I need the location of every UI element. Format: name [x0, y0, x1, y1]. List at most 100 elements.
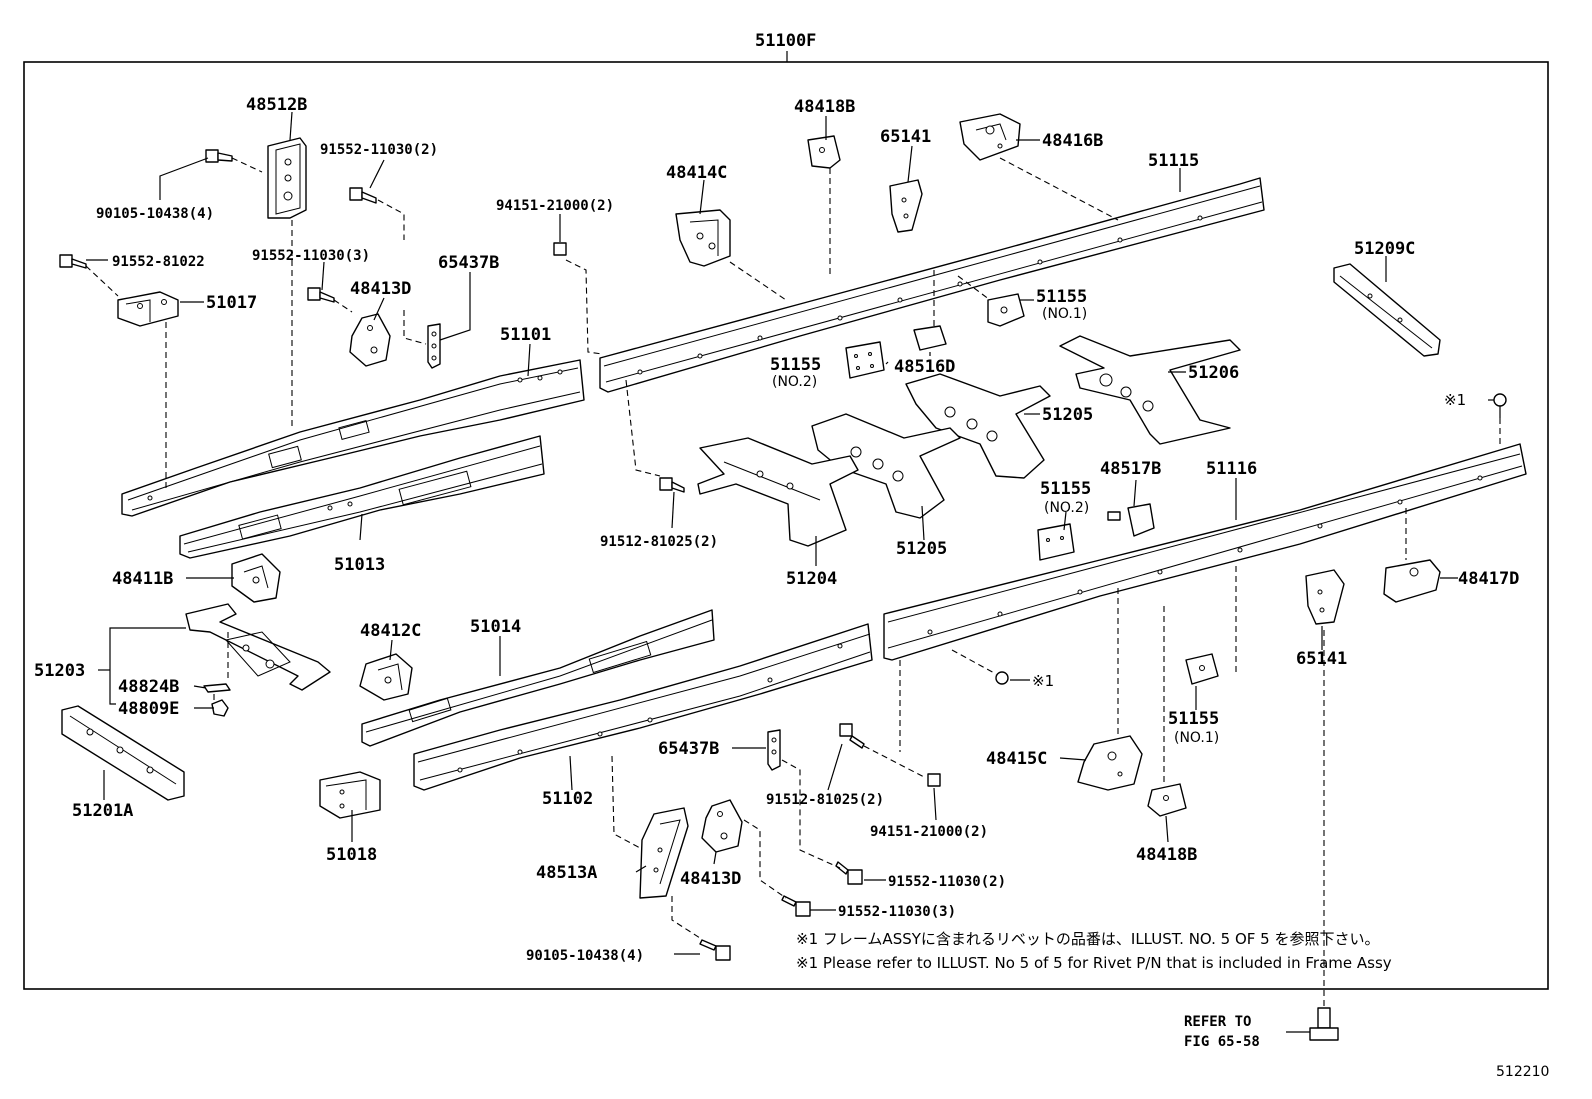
- part-51101: [121, 359, 585, 517]
- part-51155-no1-bot: [1185, 653, 1219, 685]
- label-51017: 51017: [206, 293, 257, 313]
- label-51205-top: 51205: [1042, 405, 1093, 425]
- label-51116: 51116: [1206, 459, 1257, 479]
- refer-line-1: REFER TO: [1184, 1014, 1251, 1030]
- part-48416b: [959, 113, 1021, 161]
- part-65141-top: [889, 179, 923, 233]
- label-48418b-bot: 48418B: [1136, 845, 1197, 865]
- part-48516d: [913, 325, 947, 351]
- label-48824b: 48824B: [118, 677, 179, 697]
- part-65437b-bot: [767, 729, 781, 771]
- bolt-90105-top: [205, 149, 233, 163]
- label-48418b-top: 48418B: [794, 97, 855, 117]
- part-51014: [361, 609, 715, 747]
- part-65437b-top: [427, 323, 441, 369]
- label-48417d: 48417D: [1458, 569, 1519, 589]
- label-48414c: 48414C: [666, 163, 727, 183]
- part-48418b-bot: [1147, 783, 1187, 817]
- bolt-90105-bot: [699, 939, 731, 961]
- part-48517b: [1107, 503, 1155, 537]
- part-48418b-top: [807, 135, 841, 169]
- part-48415c: [1077, 735, 1143, 791]
- label-51205-bot: 51205: [896, 539, 947, 559]
- bolt-91552-11030-3-bot: [781, 895, 811, 917]
- label-51155-no2-mid: 51155: [1040, 479, 1091, 499]
- label-91552-11030-2-top: 91552-11030(2): [320, 142, 438, 158]
- label-48416b: 48416B: [1042, 131, 1103, 151]
- label-91512-81025-2-bot: 91512-81025(2): [766, 792, 884, 808]
- label-65437b-bot: 65437B: [658, 739, 719, 759]
- part-48513a: [639, 807, 689, 899]
- label-48513a: 48513A: [536, 863, 597, 883]
- label-48517b: 48517B: [1100, 459, 1161, 479]
- label-91512-81025-2-top: 91512-81025(2): [600, 534, 718, 550]
- part-48824b: [203, 683, 231, 693]
- label-65141-top: 65141: [880, 127, 931, 147]
- part-51017: [117, 291, 179, 327]
- rivet-icon-mid: [995, 671, 1009, 685]
- diagram-frame: [23, 61, 1549, 990]
- sublabel-no1-bot: (NO.1): [1174, 730, 1219, 746]
- part-51116: [883, 443, 1527, 661]
- part-48412c: [359, 653, 413, 701]
- part-51203: [185, 603, 331, 691]
- label-rivet-top: ※1: [1444, 391, 1466, 409]
- rivet-icon-top: [1493, 393, 1507, 418]
- part-51204: [697, 437, 859, 547]
- part-51155-no2-top: [845, 341, 885, 379]
- label-51201a: 51201A: [72, 801, 133, 821]
- label-51115: 51115: [1148, 151, 1199, 171]
- bolt-91512-top: [659, 477, 685, 493]
- label-65437b-top: 65437B: [438, 253, 499, 273]
- label-91552-11030-3-bot: 91552-11030(3): [838, 904, 956, 920]
- label-48411b: 48411B: [112, 569, 173, 589]
- label-48512b: 48512B: [246, 95, 307, 115]
- label-91552-81022: 91552-81022: [112, 254, 205, 270]
- part-65141-bot: [1305, 569, 1345, 625]
- label-94151-21000-2-bot: 94151-21000(2): [870, 824, 988, 840]
- nut-94151-bot: [927, 773, 941, 787]
- label-90105-10438-4-top: 90105-10438(4): [96, 206, 214, 222]
- label-51018: 51018: [326, 845, 377, 865]
- part-51013: [179, 435, 545, 559]
- bolt-91552-11030-3-top: [307, 287, 335, 303]
- part-48809e: [211, 699, 229, 717]
- part-48411b: [231, 553, 281, 603]
- label-65141-bot: 65141: [1296, 649, 1347, 669]
- label-94151-21000-2-top: 94151-21000(2): [496, 198, 614, 214]
- label-51155-no2-top: 51155: [770, 355, 821, 375]
- label-48413d-top: 48413D: [350, 279, 411, 299]
- figure-number: 512210: [1496, 1064, 1549, 1080]
- label-48809e: 48809E: [118, 699, 179, 719]
- part-51102: [413, 623, 873, 791]
- part-51209c: [1333, 263, 1441, 357]
- part-51201a: [61, 705, 185, 801]
- label-51102: 51102: [542, 789, 593, 809]
- part-48413d-bot: [701, 799, 743, 853]
- label-51013: 51013: [334, 555, 385, 575]
- part-48413d-top: [349, 313, 391, 367]
- part-51155-no1-top: [987, 293, 1025, 327]
- note-japanese: ※1 フレームASSYに含まれるリベットの品番は、ILLUST. NO. 5 O…: [796, 930, 1380, 948]
- label-51014: 51014: [470, 617, 521, 637]
- label-48412c: 48412C: [360, 621, 421, 641]
- label-51155-no1-top: 51155: [1036, 287, 1087, 307]
- sublabel-no1-top: (NO.1): [1042, 306, 1087, 322]
- label-91552-11030-2-bot: 91552-11030(2): [888, 874, 1006, 890]
- part-51115: [599, 177, 1265, 393]
- label-51101: 51101: [500, 325, 551, 345]
- label-48516d: 48516D: [894, 357, 955, 377]
- sublabel-no2-top: (NO.2): [772, 374, 817, 390]
- note-english: ※1 Please refer to ILLUST. No 5 of 5 for…: [796, 954, 1392, 972]
- bolt-91552-11030-top: [349, 187, 377, 204]
- part-51155-no2-mid: [1037, 523, 1075, 561]
- label-48413d-bot: 48413D: [680, 869, 741, 889]
- part-48414c: [675, 209, 731, 267]
- label-51209c: 51209C: [1354, 239, 1415, 259]
- part-48417d: [1383, 559, 1441, 603]
- label-90105-10438-4-bot: 90105-10438(4): [526, 948, 644, 964]
- bolt-91512-bot: [839, 723, 865, 749]
- label-rivet-mid: ※1: [1032, 672, 1054, 690]
- bolt-91552-81022: [59, 254, 87, 269]
